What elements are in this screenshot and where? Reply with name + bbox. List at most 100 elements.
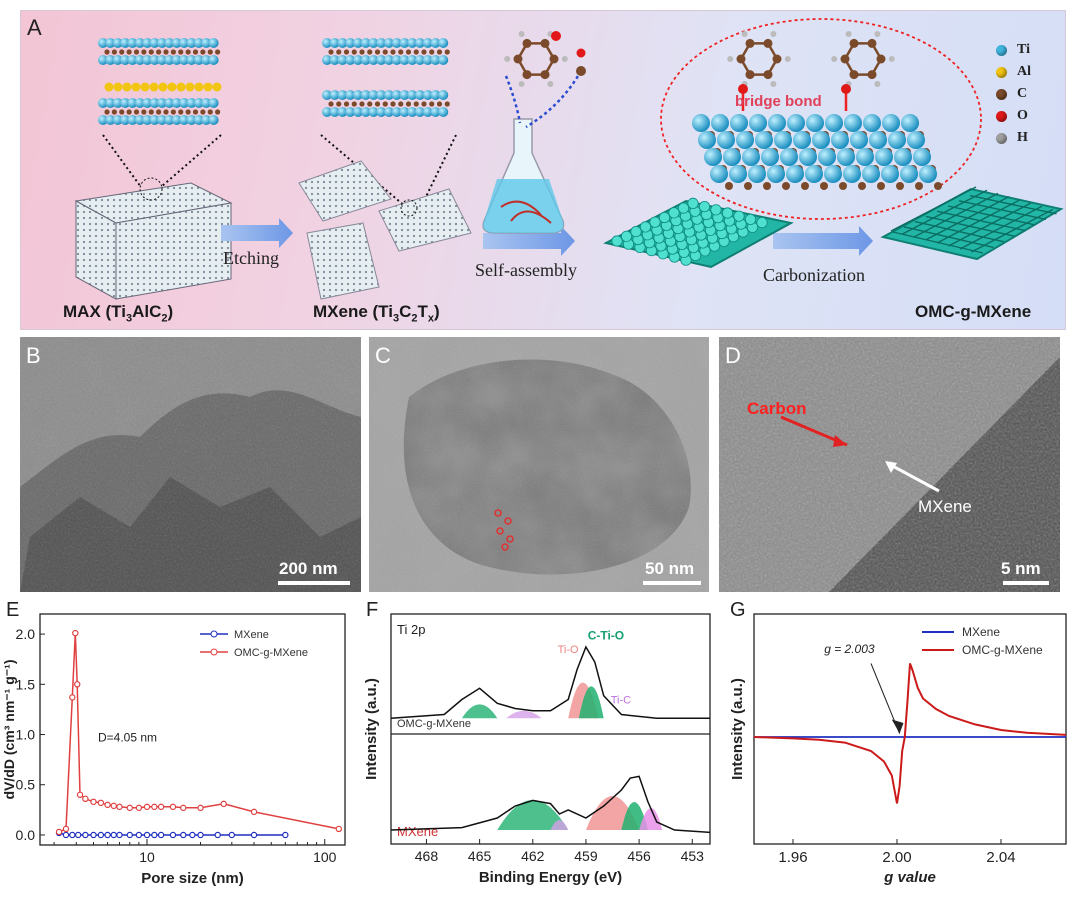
ti-atom xyxy=(186,115,197,125)
c-atom xyxy=(367,101,373,107)
data-point xyxy=(220,800,227,808)
ti-atom xyxy=(730,114,748,132)
h-atom xyxy=(547,80,554,87)
legend-label: MXene xyxy=(234,629,269,641)
ti-atom xyxy=(360,38,371,48)
legend-label: MXene xyxy=(962,625,1000,639)
ti-atom xyxy=(127,115,138,125)
ti-atom xyxy=(157,55,167,65)
ti-atom xyxy=(907,131,925,149)
scale-bar-d xyxy=(1003,581,1049,585)
ti-atom xyxy=(120,98,131,108)
mxene-layer-bottom xyxy=(322,90,450,117)
c-atom xyxy=(156,49,162,55)
h-atom xyxy=(831,56,838,62)
legend-item-c: C xyxy=(996,86,1027,102)
ti-atom xyxy=(399,55,410,65)
grid-line xyxy=(913,192,999,238)
ti-atom xyxy=(201,38,212,48)
ti-atom xyxy=(919,165,937,183)
ti-atom xyxy=(384,38,394,48)
ti-atom xyxy=(201,55,212,65)
c-atom xyxy=(413,49,419,55)
c-atom xyxy=(522,38,532,48)
al-atom xyxy=(212,82,222,92)
ti-atom xyxy=(692,114,710,132)
c-atom xyxy=(185,49,191,55)
ti-atom xyxy=(142,98,153,108)
ti-atom xyxy=(179,38,190,48)
ti-atom xyxy=(142,38,153,48)
grid-line xyxy=(925,195,1010,241)
ti-atom xyxy=(717,131,735,149)
ti-atom xyxy=(322,90,332,100)
c-atom xyxy=(111,49,117,55)
c-atom xyxy=(405,49,412,55)
c-atom xyxy=(200,49,206,55)
data-point xyxy=(169,831,177,839)
carbonization-label: Carbonization xyxy=(763,265,865,285)
fit-component xyxy=(497,800,569,830)
plot-frame xyxy=(390,613,711,845)
panel-letter-f: F xyxy=(366,600,378,621)
c-atom xyxy=(156,109,162,115)
ti-atom xyxy=(430,90,441,100)
ti-atom xyxy=(422,90,433,100)
al-atom xyxy=(113,82,123,92)
zoom-circle xyxy=(400,199,418,217)
h-atom xyxy=(504,56,511,62)
panel-letter-b: B xyxy=(26,343,41,368)
ti-atom xyxy=(391,90,402,100)
ti-atom xyxy=(438,107,449,117)
ti-atom xyxy=(171,55,182,65)
o-atom-icon xyxy=(996,110,1007,122)
c-atom xyxy=(540,70,550,80)
y-axis-label: Intensity (a.u.) xyxy=(363,678,380,780)
ti-atom xyxy=(721,207,734,219)
c-atom xyxy=(163,109,169,115)
data-point xyxy=(143,831,151,839)
h-atom xyxy=(770,80,777,87)
ti-atom xyxy=(415,55,425,65)
c-atom xyxy=(867,38,877,48)
ti-atom xyxy=(711,114,729,132)
ti-atom xyxy=(164,98,175,108)
ti-atom xyxy=(415,38,425,48)
flask-liquid xyxy=(483,179,564,233)
legend-marker xyxy=(210,648,218,656)
c-atom xyxy=(178,49,184,55)
ti-atom xyxy=(134,38,145,48)
o-atom xyxy=(576,48,586,58)
ti-atom xyxy=(422,107,433,117)
ti-atom xyxy=(787,114,805,132)
legend-item-al: Al xyxy=(996,64,1031,80)
x-axis-label: Pore size (nm) xyxy=(141,870,244,887)
zoom-circle xyxy=(139,177,163,201)
al-atom xyxy=(203,82,213,92)
ti-atom xyxy=(360,107,371,117)
ti-atom xyxy=(755,131,773,149)
data-point xyxy=(180,831,187,839)
grid-line xyxy=(902,189,988,235)
ti-atom xyxy=(422,38,433,48)
c-atom xyxy=(444,49,450,55)
ti-atom xyxy=(337,90,348,100)
x-axis-label: Binding Energy (eV) xyxy=(479,869,622,886)
peak-label: Ti-C xyxy=(611,694,631,706)
ti-atom xyxy=(337,55,348,65)
scale-label-b: 200 nm xyxy=(279,559,338,578)
ti-atom xyxy=(353,90,363,100)
h-atom-icon xyxy=(996,132,1007,144)
ti-atom xyxy=(863,114,881,132)
y-tick-label: 0.0 xyxy=(16,827,36,843)
ti-atom xyxy=(98,38,108,48)
sample-label-bottom: MXene xyxy=(397,824,438,839)
data-point xyxy=(82,795,89,802)
mxene-label: MXene (Ti3C2Tx) xyxy=(313,302,440,325)
peak-label: C-Ti-O xyxy=(588,629,624,643)
mxene-annotation: MXene xyxy=(918,497,972,516)
ti-atom xyxy=(856,148,874,166)
c-atom xyxy=(429,101,435,107)
ti-atom xyxy=(105,98,116,108)
ti-atom xyxy=(157,98,167,108)
